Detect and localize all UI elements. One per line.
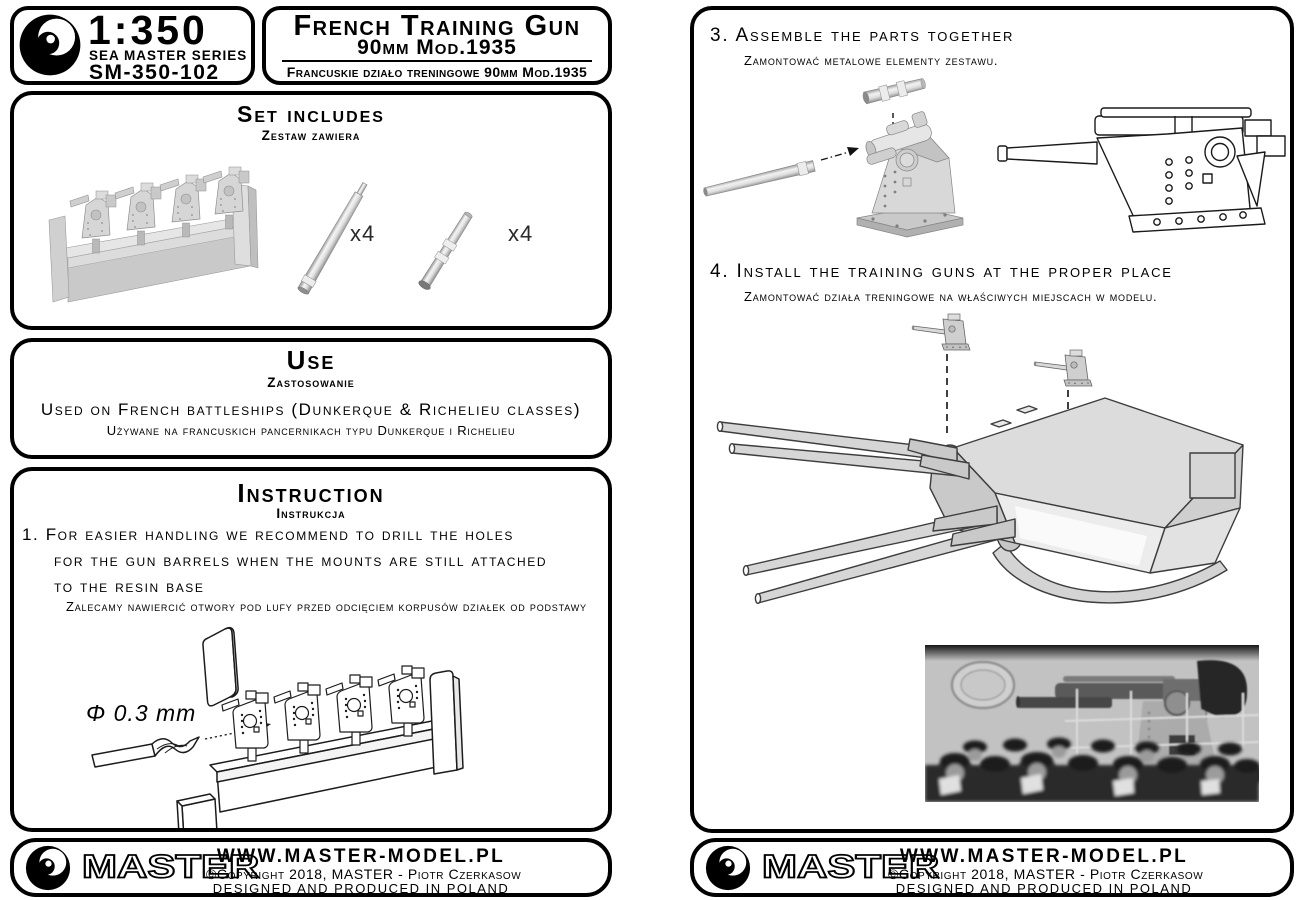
footer-copyright: ©Copyright 2018, MASTER - Piotr Czerkaso… — [888, 866, 1204, 882]
master-wordmark: MASTER — [761, 847, 941, 885]
master-swirl-logo — [19, 14, 81, 76]
step3-title: 3. Assemble the parts together — [710, 25, 1015, 46]
instruction-step1-line2: for the gun barrels when the mounts are … — [54, 551, 548, 570]
scale-label: 1:350 — [88, 7, 208, 53]
footer-left: MASTER WWW.MASTER-MODEL.PL ©Copyright 20… — [10, 838, 612, 897]
set-includes-title-pl: Zestaw zawiera — [261, 128, 361, 143]
footer-website: WWW.MASTER-MODEL.PL — [899, 846, 1189, 867]
footer-website: WWW.MASTER-MODEL.PL — [216, 846, 506, 867]
install-diagram — [716, 313, 1244, 605]
title-box: French Training Gun 90mm Mod.1935 Francu… — [262, 6, 612, 85]
set-includes-title: Set includes — [237, 101, 385, 127]
assembly-diagram — [703, 78, 1286, 238]
title-divider — [282, 60, 592, 62]
instruction-title: Instruction — [237, 478, 385, 508]
barrel-qty: x4 — [350, 221, 376, 246]
use-title: Use — [286, 345, 336, 375]
page-title: French Training Gun — [293, 10, 581, 42]
master-wordmark: MASTER — [81, 847, 261, 885]
resin-sprue-render — [48, 166, 259, 303]
set-includes-box: Set includes Zestaw zawiera x4 x4 — [10, 91, 612, 330]
instruction-note-pl: Zalecamy nawiercić otwory pod lufy przed… — [66, 599, 587, 614]
master-swirl-logo — [705, 845, 751, 891]
drilling-diagram — [91, 626, 464, 828]
step3-subtitle-pl: Zamontować metalowe elementy zestawu. — [744, 53, 999, 68]
instruction-box: Instruction Instrukcja 1. For easier han… — [10, 467, 612, 832]
use-title-pl: Zastosowanie — [267, 375, 355, 390]
step4-subtitle-pl: Zamontować działa treningowe na właściwy… — [744, 289, 1158, 304]
instruction-step1-line1: 1. For easier handling we recommend to d… — [22, 525, 514, 544]
sleeve-part-render — [418, 211, 473, 290]
use-box: Use Zastosowanie Used on French battlesh… — [10, 338, 612, 459]
footer-madein: DESIGNED AND PRODUCED IN POLAND — [212, 881, 510, 896]
page-subtitle: 90mm Mod.1935 — [357, 36, 517, 59]
use-text-pl: Używane na francuskich pancernikach typu… — [106, 423, 516, 438]
step4-title: 4. Install the training guns at the prop… — [710, 261, 1173, 282]
footer-right: MASTER WWW.MASTER-MODEL.PL ©Copyright 20… — [690, 838, 1294, 897]
footer-madein: DESIGNED AND PRODUCED IN POLAND — [895, 881, 1193, 896]
sleeve-qty: x4 — [508, 221, 534, 246]
historical-photo — [925, 645, 1259, 802]
master-swirl-logo — [25, 845, 71, 891]
instruction-title-pl: Instrukcja — [276, 506, 346, 521]
sku-label: SM-350-102 — [89, 61, 220, 84]
page-subtitle-pl: Francuskie działo treningowe 90mm Mod.19… — [286, 64, 588, 80]
use-text: Used on French battleships (Dunkerque & … — [40, 400, 582, 419]
barrel-part-render — [297, 182, 368, 295]
instruction-step1-line3: to the resin base — [54, 577, 205, 596]
series-label: SEA MASTER SERIES — [89, 48, 248, 63]
drill-diameter-label: Φ 0.3 mm — [86, 700, 197, 726]
brand-box: 1:350 SEA MASTER SERIES SM-350-102 — [10, 6, 255, 85]
assembly-box: 3. Assemble the parts together Zamontowa… — [690, 6, 1294, 833]
footer-copyright: ©Copyright 2018, MASTER - Piotr Czerkaso… — [206, 866, 522, 882]
